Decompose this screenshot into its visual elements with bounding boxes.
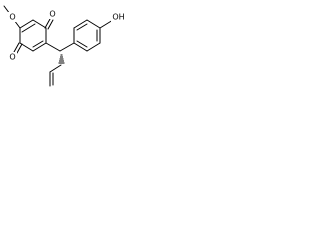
bond-phenyl-3 [86, 19, 101, 29]
bond-top-carbonyl-double [47, 19, 54, 30]
bond-phenyl-6-double [76, 40, 88, 48]
bond-phenyl-5 [86, 42, 101, 52]
atom-label-bottom-carbonyl-o: O [9, 53, 15, 62]
bond-phenyl-2-double [76, 23, 88, 31]
bond-ring-c1-c2 [19, 19, 34, 29]
bond-phenyl-6 [73, 42, 88, 52]
bond-ring-c1-c2-double [21, 23, 36, 33]
hashed-wedge-bond [58, 54, 65, 64]
bond-top-carbonyl [44, 18, 51, 29]
bond-vinyl-c-c [49, 64, 62, 73]
bond-ring-c4-c5-double [32, 40, 44, 48]
bond-bottom-carbonyl [13, 42, 20, 53]
bond-phenol-oh [99, 19, 114, 29]
bond-ring-c4-c5 [32, 42, 47, 52]
atom-label-hydroxyl: OH [112, 13, 124, 22]
bond-phenyl-2 [73, 19, 88, 29]
chemical-structure-diagram: O O O OH [3, 5, 126, 87]
atom-label-methoxy-o: O [9, 13, 15, 22]
bond-bottom-carbonyl-double [16, 43, 23, 54]
bond-ring-stereocenter [45, 42, 61, 52]
bond-stereocenter-phenyl [59, 42, 75, 52]
atom-label-top-carbonyl-o: O [49, 10, 55, 19]
bond-ring-c2-c3 [32, 19, 47, 29]
